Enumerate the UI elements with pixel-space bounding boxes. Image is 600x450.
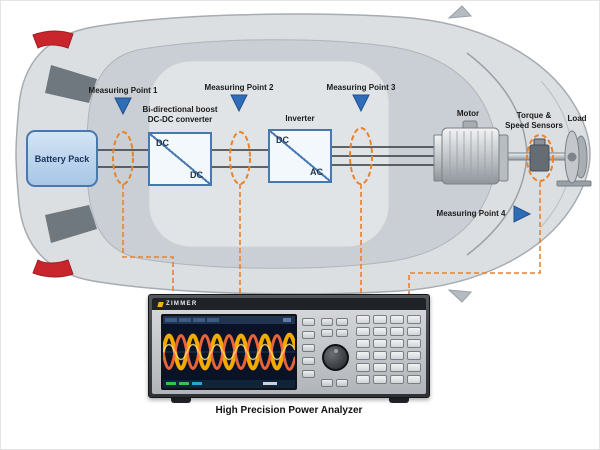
power-analyzer: ZIMMER (148, 294, 430, 398)
panel-button (321, 379, 333, 387)
measuring-loop-3 (349, 127, 373, 185)
panel-button (356, 327, 370, 336)
panel-button (356, 315, 370, 324)
analyzer-caption: High Precision Power Analyzer (215, 405, 363, 416)
panel-button (356, 339, 370, 348)
panel-button (336, 329, 348, 337)
inverter-title: Inverter (285, 114, 315, 123)
inverter-port-bottom-label: AC (310, 167, 323, 177)
keypad-grid (356, 315, 421, 384)
panel-button (390, 351, 404, 360)
marker-4-icon (513, 205, 532, 223)
side-mirror-bottom (447, 289, 473, 303)
panel-button (373, 315, 387, 324)
measuring-loop-4 (526, 134, 554, 182)
marker-2-icon (230, 94, 248, 113)
inverter-port-top-label: DC (276, 135, 289, 145)
battery-pack-box: Battery Pack (26, 130, 98, 187)
measuring-loop-1 (112, 131, 134, 185)
panel-button (373, 363, 387, 372)
panel-button (321, 329, 333, 337)
probe-routes (122, 182, 541, 294)
inverter-box: DC AC (268, 129, 332, 183)
car-rear-window-top (45, 65, 97, 103)
sensors-label-line2: Speed Sensors (505, 121, 563, 130)
softkey-column (302, 318, 315, 378)
panel-button (302, 357, 315, 365)
torque-speed-sensor-graphic (529, 138, 550, 172)
panel-button (407, 375, 421, 384)
measuring-loop-2 (229, 131, 251, 185)
dcdc-converter-box: DC DC (148, 132, 212, 186)
measuring-point-4-label: Measuring Point 4 (436, 209, 506, 218)
panel-button (407, 363, 421, 372)
motor-graphic (433, 120, 571, 185)
motor-label: Motor (456, 109, 480, 118)
sensors-label-line1: Torque & (516, 111, 552, 120)
panel-button (390, 315, 404, 324)
lower-key-cluster (321, 379, 348, 387)
screen-waveform (163, 316, 295, 388)
panel-button (302, 370, 315, 378)
car-rear-window-bottom (45, 205, 97, 243)
measuring-point-1-label: Measuring Point 1 (88, 86, 158, 95)
function-key-cluster (321, 318, 348, 337)
panel-button (373, 339, 387, 348)
panel-button (302, 318, 315, 326)
dcdc-title-line2: DC-DC converter (147, 115, 213, 124)
panel-button (390, 375, 404, 384)
measuring-loops (112, 127, 554, 185)
marker-1-icon (114, 97, 132, 116)
panel-button (321, 318, 333, 326)
analyzer-screen (161, 314, 297, 390)
analyzer-foot-left (171, 397, 191, 403)
panel-button (407, 327, 421, 336)
panel-button (390, 363, 404, 372)
measuring-markers (114, 94, 532, 223)
panel-button (390, 327, 404, 336)
knob-indicator (334, 349, 338, 353)
panel-button (373, 327, 387, 336)
analyzer-brand: ZIMMER (166, 301, 198, 307)
measuring-point-3-label: Measuring Point 3 (326, 83, 396, 92)
panel-button (336, 318, 348, 326)
measuring-point-2-label: Measuring Point 2 (204, 83, 274, 92)
panel-button (390, 339, 404, 348)
panel-button (302, 331, 315, 339)
panel-button (373, 375, 387, 384)
load-graphic (556, 130, 592, 187)
load-label: Load (567, 114, 587, 123)
dcdc-title-line1: Bi-directional boost (142, 105, 218, 114)
panel-button (407, 351, 421, 360)
dcdc-port-bottom-label: DC (190, 170, 203, 180)
marker-3-icon (352, 94, 370, 113)
panel-button (407, 315, 421, 324)
taillight-bottom-icon (32, 259, 74, 278)
panel-button (356, 363, 370, 372)
panel-button (373, 351, 387, 360)
power-wires (98, 146, 434, 168)
rotary-knob (322, 344, 349, 371)
panel-button (407, 339, 421, 348)
analyzer-front-panel: ZIMMER (152, 298, 426, 394)
panel-button (356, 375, 370, 384)
dcdc-port-top-label: DC (156, 138, 169, 148)
panel-button (336, 379, 348, 387)
analyzer-foot-right (389, 397, 409, 403)
panel-button (356, 351, 370, 360)
panel-button (302, 344, 315, 352)
zimmer-logo-icon (157, 301, 164, 307)
analyzer-top-strip: ZIMMER (152, 298, 426, 310)
taillight-top-icon (32, 30, 74, 49)
side-mirror-top (447, 5, 473, 19)
